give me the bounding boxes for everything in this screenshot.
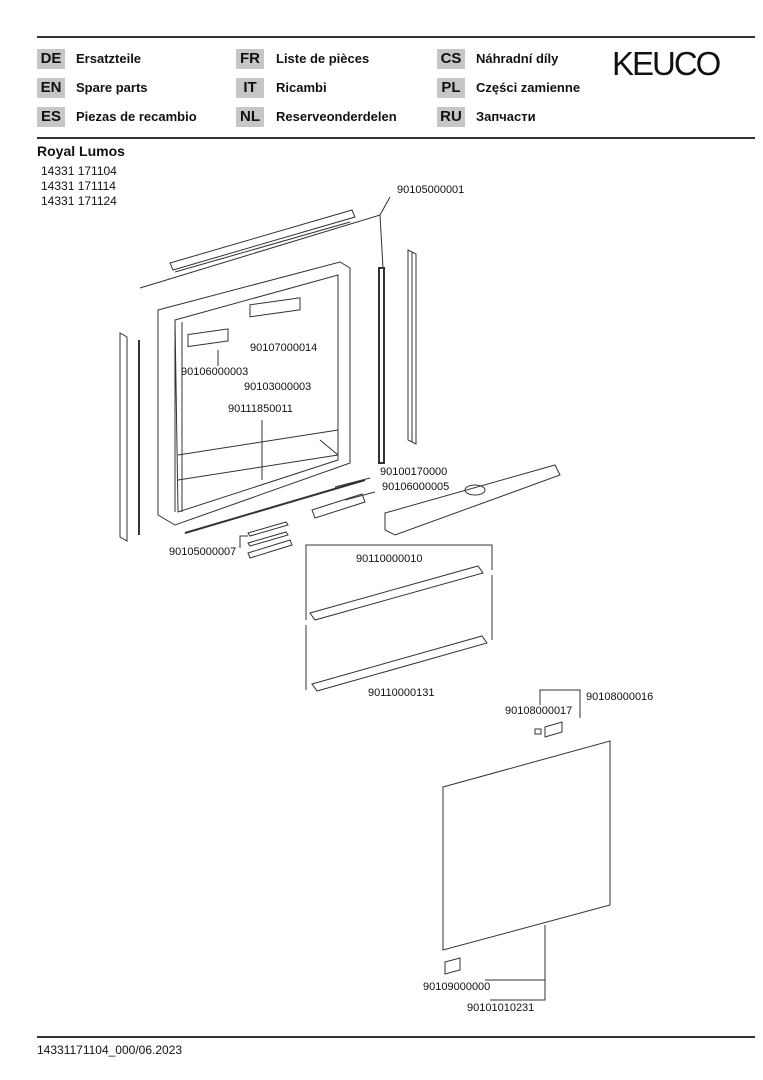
article-number: 14331 171124 <box>41 194 117 208</box>
lang-label-ru: Запчасти <box>476 109 536 124</box>
footer-rule <box>37 1036 755 1038</box>
seal-part <box>378 267 385 464</box>
side-strip-part <box>119 332 128 542</box>
lang-code-ru: RU <box>437 107 465 127</box>
right-profile-part <box>407 249 417 445</box>
part-number-label: 90106000003 <box>181 366 249 378</box>
lang-code-de: DE <box>37 49 65 69</box>
part-number-label: 90105000001 <box>397 184 465 196</box>
lang-label-es: Piezas de recambio <box>76 109 197 124</box>
top-rule <box>37 36 755 38</box>
lang-code-cs: CS <box>437 49 465 69</box>
part-number-label: 90108000016 <box>586 691 654 703</box>
product-name: Royal Lumos <box>37 143 125 159</box>
part-number-label: 90108000017 <box>505 705 573 717</box>
part-number-label: 90105000007 <box>169 546 237 558</box>
lang-code-pl: PL <box>437 78 465 98</box>
cabinet-body <box>157 261 351 526</box>
part-number-label: 90107000014 <box>250 342 318 354</box>
glass-shelf <box>309 565 484 621</box>
box-part <box>187 328 229 348</box>
lang-label-cs: Náhradní díly <box>476 51 559 66</box>
lang-label-de: Ersatzteile <box>76 51 142 66</box>
lang-code-it: IT <box>236 78 264 98</box>
part-number-label: 90111850011 <box>228 403 293 415</box>
lang-code-nl: NL <box>236 107 264 127</box>
lang-label-pl: Części zamienne <box>476 80 581 95</box>
part-number-label: 90109000000 <box>423 981 491 993</box>
part-number-label: 90110000010 <box>356 553 423 565</box>
glass-shelf <box>311 635 488 692</box>
article-number: 14331 171114 <box>41 179 116 193</box>
article-number: 14331 171104 <box>41 164 117 178</box>
lang-code-en: EN <box>37 78 65 98</box>
header-rule <box>37 137 755 139</box>
keuco-logo: KEUCO <box>612 45 721 82</box>
part-number-label: 90110000131 <box>368 687 435 699</box>
part-number-label: 90100170000 <box>380 466 448 478</box>
part-number-label: 90103000003 <box>244 381 312 393</box>
document-id: 14331171104_000/06.2023 <box>37 1043 183 1057</box>
lang-label-nl: Reserveonderdelen <box>276 109 397 124</box>
top-cover-part <box>169 209 356 271</box>
part-number-label: 90106000005 <box>382 481 450 493</box>
lang-label-en: Spare parts <box>76 80 148 95</box>
lang-label-fr: Liste de pièces <box>276 51 370 66</box>
mirror-door <box>442 740 611 951</box>
lang-code-fr: FR <box>236 49 264 69</box>
light-bar-part <box>384 464 561 536</box>
lang-label-it: Ricambi <box>276 80 327 95</box>
lang-code-es: ES <box>37 107 65 127</box>
part-number-label: 90101010231 <box>467 1002 535 1014</box>
